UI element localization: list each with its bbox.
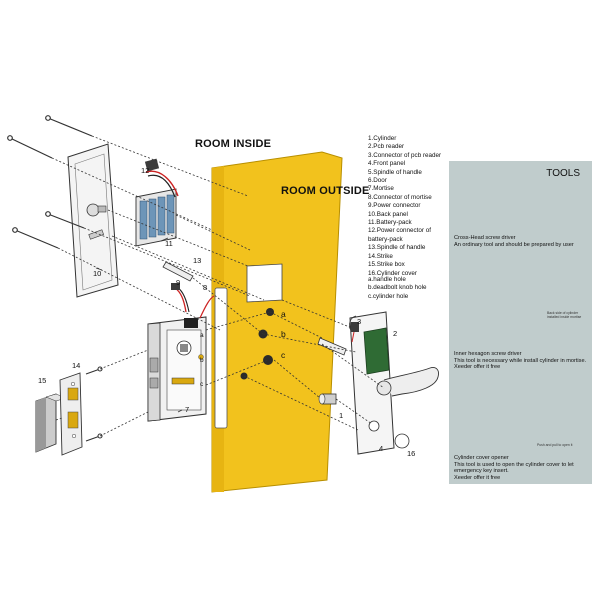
- legend-item: 16.Cylinder cover: [368, 269, 417, 277]
- part-label-13: 13: [193, 256, 201, 265]
- legend-item: 9.Power connector: [368, 202, 421, 210]
- tool-note: An ordinary tool and should be prepared …: [454, 241, 574, 248]
- legend-item: 8.Connector of mortise: [368, 193, 432, 201]
- battery-pack: [135, 158, 179, 247]
- back-panel: [67, 143, 119, 298]
- tool-opener-description: Cylinder cover opener This tool is used …: [454, 455, 590, 481]
- room-outside-heading: ROOM OUTSIDE: [281, 185, 370, 197]
- mortise-label-a: a: [200, 332, 204, 339]
- tool-note: Xeeder offer it free: [454, 474, 501, 481]
- assembly-guide-lines: [51, 135, 385, 437]
- cylinder: [318, 393, 337, 405]
- part-label-4: 4: [379, 444, 383, 453]
- legend-item: 4.Front panel: [368, 160, 406, 168]
- legend-item: 3.Connector of pcb reader: [368, 151, 442, 159]
- legend-item: 5.Spindle of handle: [368, 168, 422, 176]
- legend-item: 12.Power connector of: [368, 227, 432, 235]
- legend-item: 15.Strike box: [368, 261, 405, 269]
- hole-label-c: c: [281, 350, 286, 360]
- leader-lines: [95, 237, 183, 413]
- hex-detail-caption: Back side of cylinder installed inside m…: [547, 311, 582, 319]
- opener-detail-caption: Push and pull to open it: [537, 443, 573, 447]
- part-label-16: 16: [407, 449, 415, 458]
- tool-note: Xeeder offer it free: [454, 364, 501, 371]
- strike-screws: [85, 366, 103, 442]
- mortise: [147, 295, 215, 422]
- legend-item: 6.Door: [368, 177, 387, 185]
- hole-legend-item: b.deadbolt knob hole: [368, 284, 427, 292]
- legend-item: 11.Battery-pack: [368, 219, 412, 227]
- tool-name: Cylinder cover opener: [454, 455, 509, 461]
- legend-item: 1.Cylinder: [368, 135, 397, 142]
- legend-item: battery-pack: [368, 235, 403, 243]
- mounting-screws: [7, 115, 93, 249]
- hole-letter-labels: a b c a b c: [200, 309, 286, 388]
- power-connector-9: [171, 283, 190, 313]
- tools-panel: TOOLS Cross-Head screw driver An ordinar…: [449, 161, 592, 484]
- mortise-label-c: c: [200, 381, 204, 388]
- front-panel: [348, 311, 439, 455]
- tool-note: This tool is used to open the cylinder c…: [454, 461, 574, 468]
- part-number-labels: 3 2 1 4 16 7 8 9 10 11 12 13 14 15: [38, 166, 415, 458]
- part-label-14: 14: [72, 361, 80, 370]
- mortise-label-b: b: [200, 357, 204, 364]
- tool-name: Inner hexagon screw driver: [454, 351, 522, 357]
- part-label-12: 12: [141, 166, 149, 175]
- legend-item: 2.Pcb reader: [368, 143, 405, 151]
- part-label-9: 9: [176, 278, 180, 287]
- part-label-3: 3: [357, 317, 361, 326]
- connector-3: [351, 322, 359, 343]
- part-label-2: 2: [393, 329, 397, 338]
- spindle-5: [317, 337, 347, 356]
- strike-plate: [59, 372, 83, 456]
- room-inside-heading: ROOM INSIDE: [195, 138, 272, 150]
- spindle-13: [162, 261, 194, 282]
- hole-legend-item: a.handle hole: [368, 276, 406, 283]
- legend-item: 10.Back panel: [368, 210, 408, 218]
- tool-name: Cross-Head screw driver: [454, 235, 516, 241]
- legend-item: 7.Mortise: [368, 185, 394, 193]
- tools-title: TOOLS: [546, 168, 580, 179]
- tool-note: emergency key insert.: [454, 468, 509, 475]
- strike-box: [35, 393, 67, 453]
- hole-label-a: a: [281, 309, 286, 319]
- legend-item: 13.Spindle of handle: [368, 244, 426, 252]
- hole-label-b: b: [281, 329, 286, 339]
- tool-note: This tool is necessary while install cyl…: [454, 357, 587, 364]
- part-label-15: 15: [38, 376, 46, 385]
- tool-screwdriver-description: Cross-Head screw driver An ordinary tool…: [454, 235, 590, 248]
- hole-legend-item: c.cylinder hole: [368, 292, 409, 300]
- part-label-8: 8: [203, 283, 207, 292]
- part-label-7: 7: [185, 405, 189, 414]
- part-label-1: 1: [339, 411, 343, 420]
- legend-item: 14.Strike: [368, 252, 393, 260]
- part-label-11: 11: [165, 239, 173, 248]
- part-label-10: 10: [93, 269, 101, 278]
- tool-hex-description: Inner hexagon screw driver This tool is …: [454, 351, 590, 371]
- door: [211, 151, 343, 493]
